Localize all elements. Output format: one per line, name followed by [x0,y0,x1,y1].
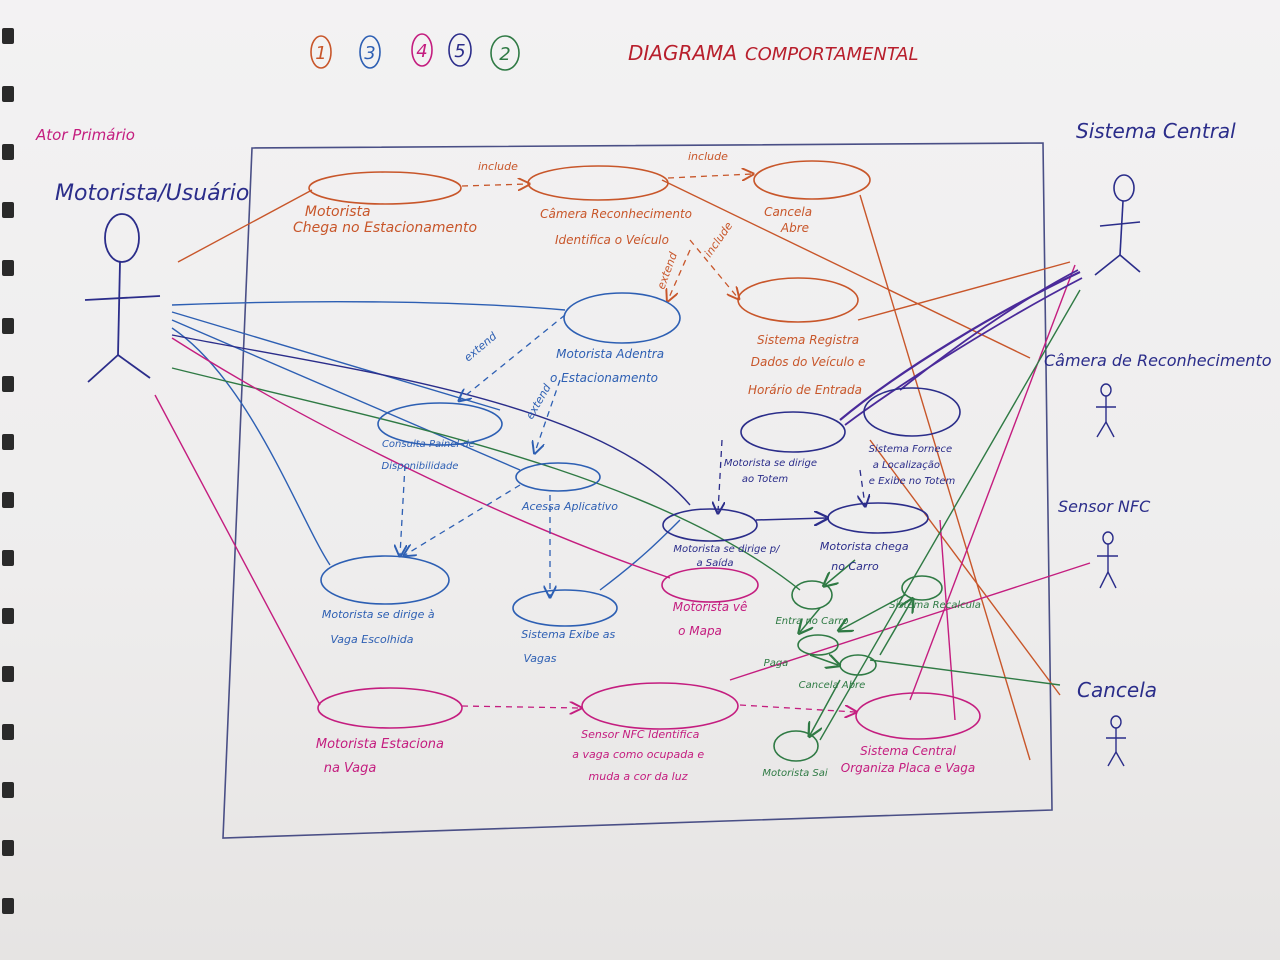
include-label-2: include [688,150,728,163]
uc-go-spot-ellipse[interactable] [320,555,450,605]
uc-parks-ellipse[interactable] [317,687,463,729]
uc-small-3-ellipse[interactable] [797,634,839,656]
svg-text:3: 3 [364,43,375,64]
svg-text:1: 1 [315,43,326,64]
binding-hole [2,28,14,44]
uc-central-ellipse[interactable] [855,692,981,740]
uc-small-3-label: Paga [764,658,789,669]
uc-map-label: Motorista vê o Mapa [673,600,751,638]
actor-nfc-label: Sensor NFC [1058,497,1151,516]
actor-nfc-figure [1097,531,1118,589]
uc-small-1-label: Entra no Carro [775,616,848,627]
uc-small-5-label: Motorista Sai [762,768,828,779]
uc-fee-ellipse[interactable] [863,387,961,437]
uc-enter-label: Motorista Adentra o Estacionamento [550,347,668,385]
uc-gate-open-ellipse[interactable] [753,160,871,200]
binding-hole [2,318,14,334]
uc-app-ellipse[interactable] [515,462,601,492]
uc-panel-ellipse[interactable] [377,402,503,446]
number-badge-1: 1 [310,35,332,69]
uc-app-label: Acessa Aplicativo [521,500,618,513]
number-badge-5: 5 [448,33,472,67]
use-case-labels: Motorista Chega no Estacionamento Câmera… [293,204,981,783]
uc-camera-label: Câmera Reconhecimento Identifica o Veícu… [540,207,696,247]
uc-small-2-label: Sistema Recalcula [889,600,981,611]
actor-camera-figure [1096,383,1116,438]
primary-actor-name: Motorista/Usuário [55,181,249,206]
uc-small-5-ellipse[interactable] [773,730,819,762]
uc-show-spot-label: Sistema Exibe as Vagas [521,628,619,665]
uc-small-1-ellipse[interactable] [791,580,833,610]
uc-exit-dir-label: Motorista se dirige p/ a Saída [673,544,782,569]
binding-hole [2,376,14,392]
uc-register-ellipse[interactable] [737,277,859,323]
uc-exit-dir-ellipse[interactable] [662,508,758,542]
uc-register-label: Sistema Registra Dados do Veículo e Horá… [748,333,869,397]
uc-small-4-label: Cancela Abre [799,680,866,691]
uc-arrive-label: Motorista Chega no Estacionamento [293,204,477,236]
uc-nfc-label: Sensor NFC Identifica a vaga como ocupad… [572,728,707,783]
number-badge-2: 2 [490,35,520,71]
uc-fee-label: Sistema Fornece a Localização e Exibe no… [869,444,956,487]
diagram-subtitle: COMPORTAMENTAL [745,44,919,65]
svg-text:4: 4 [416,41,427,62]
uc-small-2-ellipse[interactable] [901,575,943,601]
uc-enter-ellipse[interactable] [563,292,681,344]
association-lines [154,179,1091,761]
actor-camera-label: Câmera de Reconhecimento [1044,351,1272,370]
binding-hole [2,898,14,914]
uc-small-4-ellipse[interactable] [839,654,877,676]
actor-gate-label: Cancela [1077,678,1157,702]
uc-camera-ellipse[interactable] [527,165,669,201]
binding-hole [2,260,14,276]
uc-arrive-ellipse[interactable] [308,171,462,205]
primary-actor-label: Ator Primário [35,126,135,144]
binding-hole [2,724,14,740]
extend-label-2: extend [462,329,500,364]
include-label-3: include [702,219,736,259]
binding-hole [2,434,14,450]
binding-hole [2,550,14,566]
extend-label-1: extend [655,250,681,291]
binding-hole [2,144,14,160]
binding-hole [2,86,14,102]
uc-nfc-ellipse[interactable] [581,682,739,730]
number-badge-3: 3 [359,35,381,69]
include-label-1: include [478,160,518,173]
use-case-ellipses [308,160,981,762]
binding-hole [2,608,14,624]
actor-central-label: Sistema Central [1076,119,1236,143]
solid-flow-arrows [755,518,912,735]
uc-central-label: Sistema Central Organiza Placa e Vaga [841,744,975,775]
binding-hole [2,492,14,508]
binding-hole [2,202,14,218]
actor-gate-figure [1106,715,1126,767]
primary-actor-figure [84,213,161,383]
number-badge-4: 4 [411,33,433,67]
uc-gate-open-label: Cancela Abre [764,205,816,235]
system-boundary [222,142,1053,839]
uc-go-spot-label: Motorista se dirige à Vaga Escolhida [322,608,438,646]
actor-central-figure [1094,174,1141,276]
binding-hole [2,840,14,856]
svg-text:5: 5 [454,41,465,62]
dependency-arrows [400,174,865,712]
uc-at-car-label: Motorista chega no Carro [820,540,912,573]
svg-text:2: 2 [499,44,510,65]
header-numbers: 1 3 4 5 2 [310,33,520,71]
spiral-binding [0,0,22,960]
uc-show-spot-ellipse[interactable] [512,589,618,627]
uc-totem-label: Motorista se dirige ao Totem [724,458,820,485]
uc-parks-label: Motorista Estaciona na Vaga [316,737,448,776]
uc-map-ellipse[interactable] [661,567,759,603]
diagram-title: DIAGRAMA [628,41,737,65]
uc-at-car-ellipse[interactable] [827,502,929,534]
binding-hole [2,782,14,798]
uc-totem-ellipse[interactable] [740,411,846,453]
uc-panel-label: Consulta Painel de Disponibilidade [382,439,479,472]
binding-hole [2,666,14,682]
